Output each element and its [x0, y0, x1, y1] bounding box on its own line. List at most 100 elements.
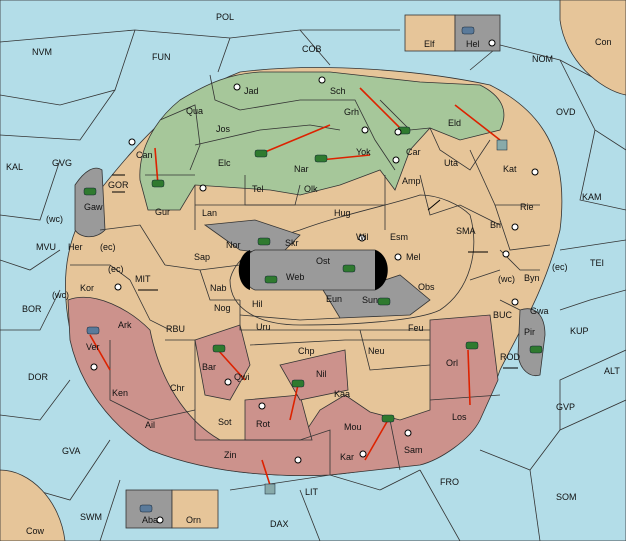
lbl-bri[interactable]: Bri — [490, 220, 501, 230]
province-orn[interactable] — [171, 489, 219, 529]
lbl-kat[interactable]: Kat — [503, 164, 517, 174]
lbl-olk[interactable]: Olk — [304, 184, 318, 194]
sea-gor[interactable]: GOR — [108, 180, 129, 190]
unit-bar[interactable] — [212, 344, 226, 353]
sea-sma[interactable]: SMA — [456, 226, 476, 236]
unit-aba[interactable] — [139, 504, 153, 513]
sea-dor[interactable]: DOR — [28, 372, 49, 382]
sea-fro[interactable]: FRO — [440, 477, 459, 487]
coast-byn-wc[interactable]: (wc) — [498, 274, 515, 284]
coast-her-wc[interactable]: (wc) — [46, 214, 63, 224]
lbl-ost[interactable]: Ost — [316, 256, 331, 266]
sea-nom[interactable]: NOM — [532, 54, 553, 64]
unit-gaw[interactable] — [83, 187, 97, 196]
lbl-feu[interactable]: Feu — [408, 323, 424, 333]
sea-mit[interactable]: MIT — [135, 274, 151, 284]
sea-gvp[interactable]: GVP — [556, 402, 575, 412]
lbl-sch[interactable]: Sch — [330, 86, 346, 96]
unit-ver[interactable] — [86, 326, 100, 335]
lbl-sap[interactable]: Sap — [194, 252, 210, 262]
lbl-eun[interactable]: Eun — [326, 294, 342, 304]
unit-kat[interactable] — [496, 139, 508, 151]
lbl-elc[interactable]: Elc — [218, 158, 231, 168]
sea-buc[interactable]: BUC — [493, 310, 513, 320]
lbl-can[interactable]: Can — [136, 150, 153, 160]
lbl-rot[interactable]: Rot — [256, 419, 271, 429]
lbl-nor[interactable]: Nor — [226, 240, 241, 250]
lbl-gwa[interactable]: Gwa — [530, 306, 549, 316]
unit-gur[interactable] — [151, 179, 165, 188]
province-rot[interactable] — [244, 394, 313, 441]
unit-nor[interactable] — [257, 237, 271, 246]
lbl-ark[interactable]: Ark — [118, 320, 132, 330]
lbl-sun[interactable]: Sun — [362, 295, 378, 305]
lbl-kar[interactable]: Kar — [340, 452, 354, 462]
lbl-hug[interactable]: Hug — [334, 208, 351, 218]
lbl-byn[interactable]: Byn — [524, 273, 540, 283]
sea-gvg[interactable]: GVG — [52, 158, 72, 168]
unit-hel[interactable] — [461, 26, 475, 35]
lbl-jad[interactable]: Jad — [244, 86, 259, 96]
sea-rbu[interactable]: RBU — [166, 324, 185, 334]
lbl-elf[interactable]: Elf — [424, 39, 435, 49]
lbl-chr[interactable]: Chr — [170, 383, 185, 393]
lbl-nab[interactable]: Nab — [210, 283, 227, 293]
unit-web[interactable] — [264, 275, 278, 284]
unit-nar[interactable] — [314, 154, 328, 163]
lbl-bar[interactable]: Bar — [202, 362, 216, 372]
sea-kal[interactable]: KAL — [6, 162, 23, 172]
sea-tei[interactable]: TEI — [590, 258, 604, 268]
lbl-grh[interactable]: Grh — [344, 107, 359, 117]
lbl-orl[interactable]: Orl — [446, 358, 458, 368]
lbl-pir[interactable]: Pir — [524, 327, 535, 337]
lbl-gaw[interactable]: Gaw — [84, 202, 103, 212]
lbl-nar[interactable]: Nar — [294, 164, 309, 174]
province-nor[interactable] — [203, 219, 301, 256]
unit-elc[interactable] — [254, 149, 268, 158]
lbl-qwi[interactable]: Qwi — [234, 372, 250, 382]
lbl-chp[interactable]: Chp — [298, 346, 315, 356]
lbl-eld[interactable]: Eld — [448, 118, 461, 128]
lbl-web[interactable]: Web — [286, 272, 304, 282]
unit-ost[interactable] — [342, 264, 356, 273]
coast-kor-ec[interactable]: (ec) — [108, 264, 124, 274]
lbl-her[interactable]: Her — [68, 242, 83, 252]
unit-orl[interactable] — [465, 341, 479, 350]
lbl-obs[interactable]: Obs — [418, 282, 435, 292]
sea-kup[interactable]: KUP — [570, 326, 589, 336]
lbl-esm[interactable]: Esm — [390, 232, 408, 242]
sea-bor[interactable]: BOR — [22, 304, 42, 314]
sea-mvu[interactable]: MVU — [36, 242, 56, 252]
lbl-aba[interactable]: Aba — [142, 515, 158, 525]
lbl-orn[interactable]: Orn — [186, 515, 201, 525]
lbl-nog[interactable]: Nog — [214, 303, 231, 313]
sea-ovd[interactable]: OVD — [556, 107, 576, 117]
sea-alt[interactable]: ALT — [604, 366, 620, 376]
lbl-mou[interactable]: Mou — [344, 422, 362, 432]
unit-nil[interactable] — [291, 379, 305, 388]
lbl-kor[interactable]: Kor — [80, 283, 94, 293]
unit-lit[interactable] — [264, 483, 276, 495]
lbl-kaa[interactable]: Kaa — [334, 389, 350, 399]
lbl-los[interactable]: Los — [452, 412, 467, 422]
sea-som[interactable]: SOM — [556, 492, 577, 502]
coast-byn-ec[interactable]: (ec) — [552, 262, 568, 272]
unit-pir[interactable] — [529, 345, 543, 354]
lbl-amp[interactable]: Amp — [402, 176, 421, 186]
lbl-zin[interactable]: Zin — [224, 450, 237, 460]
lbl-tel[interactable]: Tel — [252, 184, 264, 194]
lbl-neu[interactable]: Neu — [368, 346, 385, 356]
unit-mou[interactable] — [381, 414, 395, 423]
sea-fun[interactable]: FUN — [152, 52, 171, 62]
coast-her-ec[interactable]: (ec) — [100, 242, 116, 252]
lbl-uru[interactable]: Uru — [256, 322, 271, 332]
sea-lit[interactable]: LIT — [305, 487, 319, 497]
lbl-mel[interactable]: Mel — [406, 252, 421, 262]
lbl-rie[interactable]: Rie — [520, 202, 534, 212]
province-bar[interactable] — [194, 324, 251, 401]
sea-kam[interactable]: KAM — [582, 192, 602, 202]
lbl-nil[interactable]: Nil — [316, 369, 327, 379]
sea-dax[interactable]: DAX — [270, 519, 289, 529]
province-cow-label[interactable]: Cow — [26, 526, 45, 536]
unit-sun[interactable] — [377, 297, 391, 306]
